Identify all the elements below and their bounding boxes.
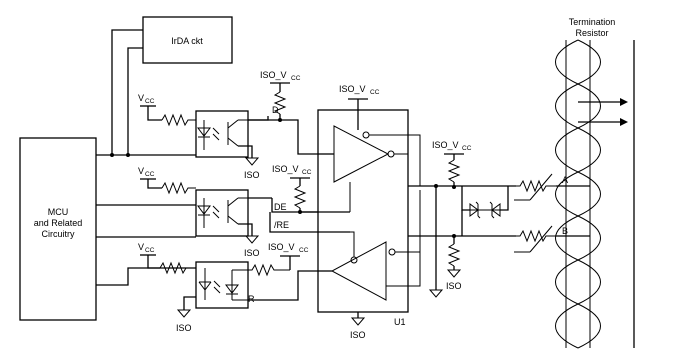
svg-text:ISO: ISO	[244, 248, 260, 258]
iso-ground-1: ISO	[244, 157, 260, 180]
tvs-diodes	[461, 186, 509, 236]
iso-ground-u1: ISO	[350, 312, 366, 340]
svg-text:ISO_V: ISO_V	[272, 164, 299, 174]
iso-ground-3: ISO	[176, 309, 192, 333]
twisted-pair-cable	[555, 39, 601, 349]
driver-signal-wires: D DE /RE R	[248, 105, 350, 304]
signal-r-label: R	[248, 294, 255, 304]
u1-label: U1	[394, 317, 406, 327]
mcu-label-2: and Related	[34, 218, 83, 228]
optocoupler-r	[183, 261, 249, 310]
line-b-label: B	[562, 226, 568, 236]
signal-re-label: /RE	[274, 220, 289, 230]
svg-text:ISO_V: ISO_V	[339, 84, 366, 94]
cable-arrows	[578, 98, 628, 126]
u1-transceiver: U1	[317, 109, 409, 327]
svg-text:V: V	[138, 93, 144, 103]
mcu-label-1: MCU	[48, 207, 69, 217]
svg-text:ISO_V: ISO_V	[432, 140, 459, 150]
vcc-supply-3: V CC	[138, 242, 196, 275]
svg-text:CC: CC	[462, 145, 472, 152]
signal-d-label: D	[272, 105, 279, 115]
iso-ground-2: ISO	[244, 235, 260, 258]
termination-resistor-label: Termination Resistor	[569, 17, 616, 38]
optocoupler-de	[195, 189, 272, 237]
svg-text:ISO: ISO	[446, 281, 462, 291]
svg-text:ISO: ISO	[176, 323, 192, 333]
mcu-label-3: Circuitry	[42, 229, 75, 239]
ptc-b: B	[514, 225, 590, 253]
svg-text:CC: CC	[145, 171, 155, 178]
iso-vcc-supply-3: ISO_V CC	[248, 242, 309, 277]
ptc-a: A	[514, 173, 590, 201]
svg-text:CC: CC	[291, 75, 301, 82]
mcu-signal-wires	[96, 153, 196, 286]
svg-text:Resistor: Resistor	[575, 28, 608, 38]
svg-text:V: V	[138, 166, 144, 176]
irda-block: IrDA ckt	[142, 16, 233, 64]
optocoupler-d	[195, 110, 269, 158]
vcc-supply-2: V CC	[138, 166, 196, 195]
svg-text:CC: CC	[370, 89, 380, 96]
iso-vcc-supply-4: ISO_V CC	[339, 84, 380, 110]
svg-text:V: V	[138, 242, 144, 252]
svg-text:CC: CC	[299, 247, 309, 254]
svg-text:CC: CC	[302, 169, 312, 176]
irda-label: IrDA ckt	[171, 36, 203, 46]
svg-text:CC: CC	[145, 247, 155, 254]
mcu-block: MCU and Related Circuitry	[19, 137, 97, 321]
svg-text:Termination: Termination	[569, 17, 616, 27]
svg-text:ISO: ISO	[244, 170, 260, 180]
signal-de-label: DE	[274, 202, 287, 212]
u1-internal-wires	[318, 110, 421, 287]
iso-vcc-supply-5: ISO_V CC	[432, 140, 472, 189]
svg-text:CC: CC	[145, 98, 155, 105]
svg-text:ISO_V: ISO_V	[260, 70, 287, 80]
svg-text:ISO_V: ISO_V	[268, 242, 295, 252]
vcc-supply-1: V CC	[138, 93, 196, 127]
bus-wires: ISO	[408, 184, 516, 298]
svg-text:ISO: ISO	[350, 330, 366, 340]
irda-wires	[111, 29, 143, 155]
